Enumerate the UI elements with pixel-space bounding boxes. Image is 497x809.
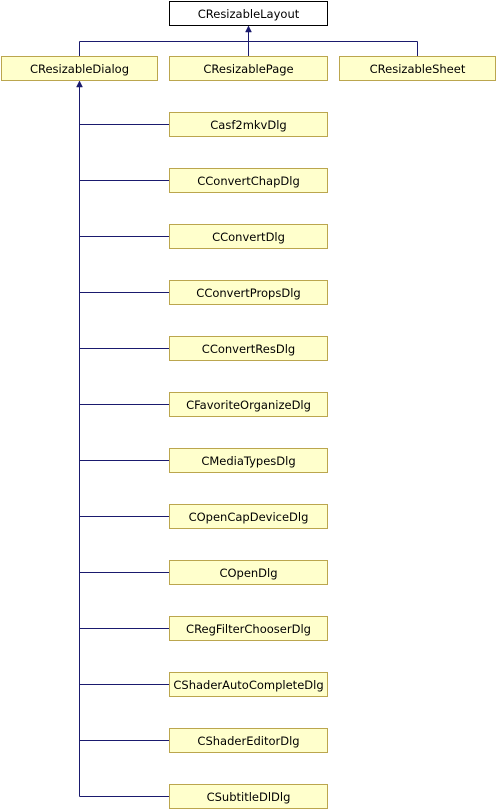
node-cshaderautocompletedlg[interactable]: CShaderAutoCompleteDlg <box>169 672 328 697</box>
node-cshadereditordlg[interactable]: CShaderEditorDlg <box>169 728 328 753</box>
node-cconvertdlg[interactable]: CConvertDlg <box>169 224 328 249</box>
node-csubtitledldlg[interactable]: CSubtitleDlDlg <box>169 784 328 809</box>
node-casf2mkvdlg[interactable]: Casf2mkvDlg <box>169 112 328 137</box>
node-cconvertchapdlg[interactable]: CConvertChapDlg <box>169 168 328 193</box>
arrowhead-cresizablelayout <box>245 25 252 33</box>
node-cmediatypesdlg[interactable]: CMediaTypesDlg <box>169 448 328 473</box>
node-copendlg[interactable]: COpenDlg <box>169 560 328 585</box>
node-cconvertpropsdlg[interactable]: CConvertPropsDlg <box>169 280 328 305</box>
node-copencapdevicedlg[interactable]: COpenCapDeviceDlg <box>169 504 328 529</box>
node-cresizabledialog[interactable]: CResizableDialog <box>1 56 158 81</box>
node-cfavoriteorganizedlg[interactable]: CFavoriteOrganizeDlg <box>169 392 328 417</box>
node-cresizablelayout[interactable]: CResizableLayout <box>169 1 328 26</box>
node-cresizablepage[interactable]: CResizablePage <box>169 56 328 81</box>
node-cresizablesheet[interactable]: CResizableSheet <box>339 56 496 81</box>
node-cconvertresdlg[interactable]: CConvertResDlg <box>169 336 328 361</box>
node-cregfilterchooserdlg[interactable]: CRegFilterChooserDlg <box>169 616 328 641</box>
arrowhead-cresizabledialog <box>76 80 83 88</box>
